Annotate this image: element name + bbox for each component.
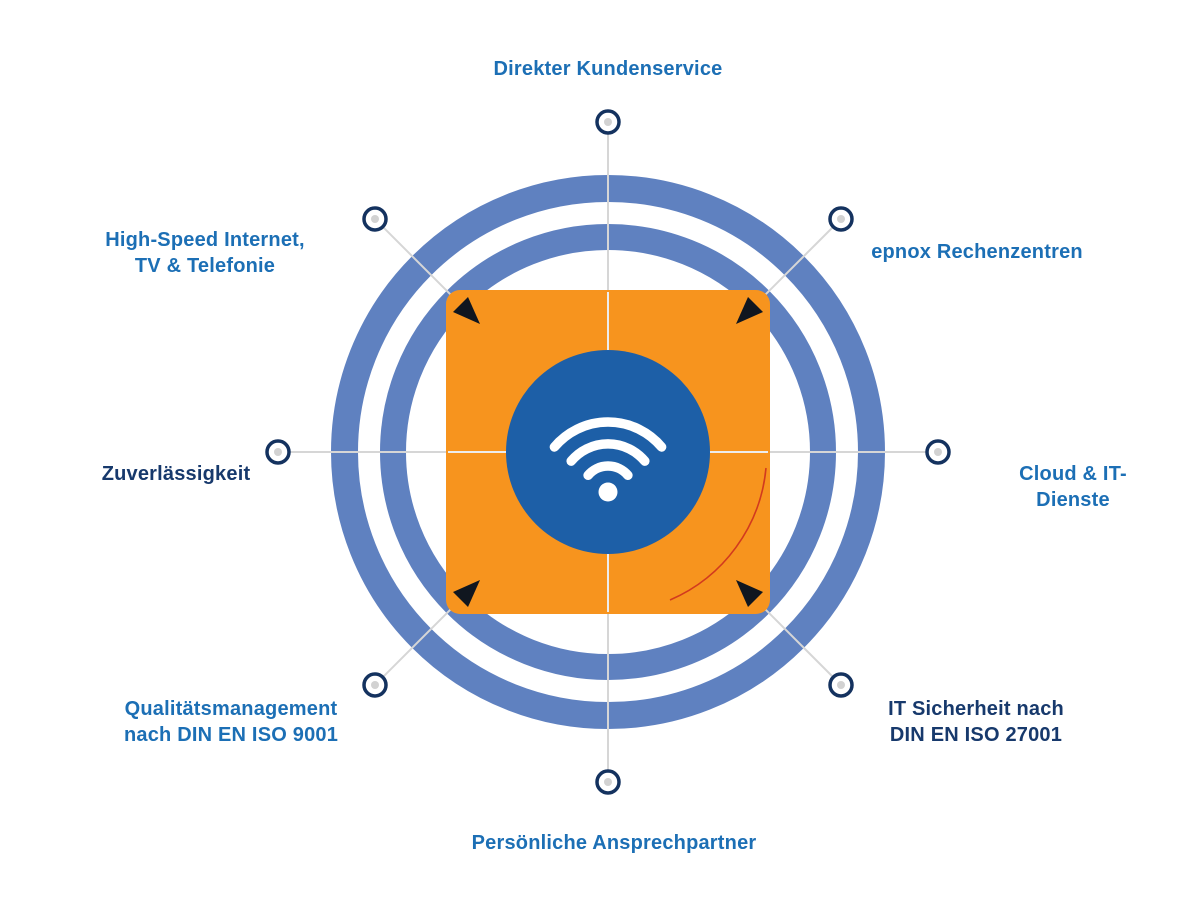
label-it-sicherheit: IT Sicherheit nach DIN EN ISO 27001 (888, 698, 1064, 747)
node-bottom (595, 769, 621, 795)
wifi-arc-medium (566, 439, 650, 466)
label-cloud-it-dienste: Cloud & IT-Dienste (1019, 463, 1127, 512)
label-qualitaetsmanagement: Qualitätsmanagement nach DIN EN ISO 9001 (123, 698, 339, 747)
label-direkter-kundenservice: Direkter Kundenservice (493, 58, 723, 80)
node-bottom-right (828, 672, 854, 698)
wifi-dot (598, 482, 618, 502)
wifi-arc-small (583, 461, 633, 481)
wifi-arc-large (549, 417, 667, 452)
spoke-overlays (448, 292, 768, 612)
arrowhead-top-right (736, 297, 763, 324)
label-persoenliche-ansprechpartner: Persönliche Ansprechpartner (471, 832, 757, 854)
arrowhead-bottom-right (736, 580, 763, 607)
label-zuverlaessigkeit: Zuverlässigkeit (101, 463, 251, 485)
corner-arrowheads (453, 297, 763, 607)
node-bottom-left (362, 672, 388, 698)
node-top-left (362, 206, 388, 232)
node-top-right (828, 206, 854, 232)
red-arc (669, 467, 767, 601)
hub-circle (506, 350, 710, 554)
label-epnox-rechenzentren: epnox Rechenzentren (871, 241, 1083, 263)
label-high-speed-internet: High-Speed Internet, TV & Telefonie (105, 229, 305, 278)
node-top (595, 109, 621, 135)
node-right (925, 439, 951, 465)
arrowhead-bottom-left (453, 580, 480, 607)
node-left (265, 439, 291, 465)
wifi-icon (549, 417, 667, 502)
arrowhead-top-left (453, 297, 480, 324)
